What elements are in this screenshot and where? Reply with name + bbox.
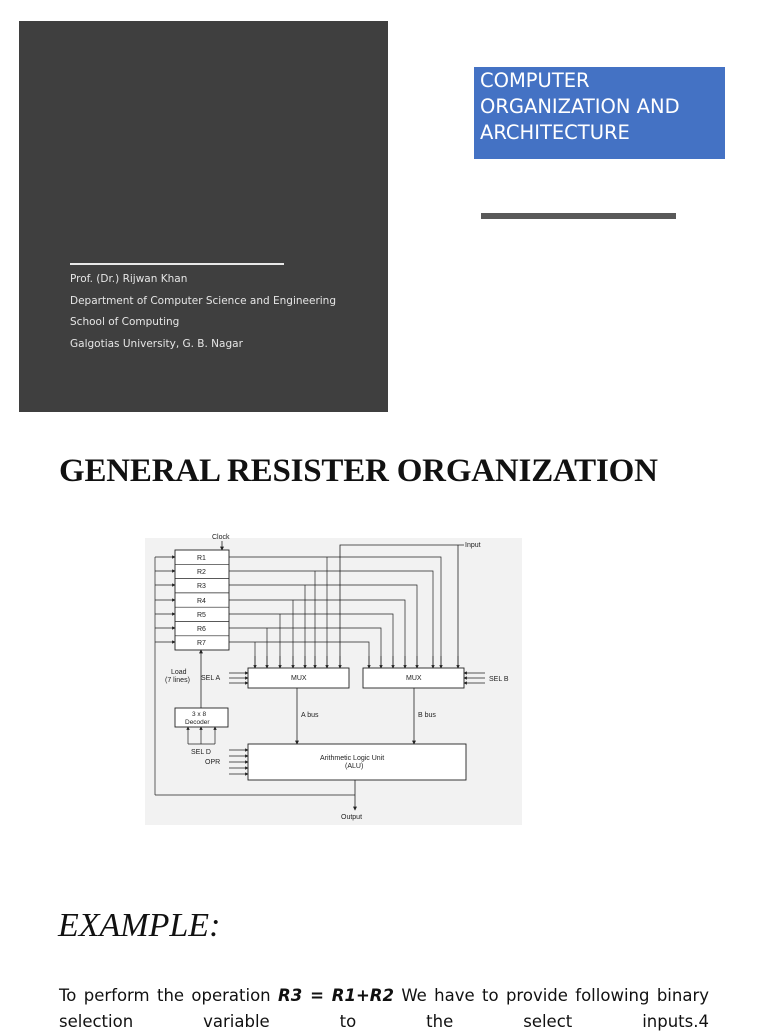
divider: [70, 263, 284, 265]
alu: [247, 743, 467, 781]
course-title-line: COMPUTER: [480, 69, 590, 92]
mux-b-label: MUX: [406, 675, 422, 682]
example-text-before: To perform the operation: [59, 986, 279, 1005]
course-title: COMPUTER ORGANIZATION AND ARCHITECTURE: [474, 67, 725, 159]
decoder-label-2: Decoder: [185, 719, 210, 726]
load-label: Load: [171, 669, 187, 676]
input-label: Input: [465, 542, 481, 549]
author-name: Prof. (Dr.) Rijwan Khan: [70, 273, 188, 285]
sel-a-label: SEL A: [201, 675, 221, 682]
mux-a-label: MUX: [291, 675, 307, 682]
output-label: Output: [341, 814, 362, 821]
example-operation: R3 = R1+R2: [278, 986, 394, 1005]
register-label: R1: [197, 555, 206, 562]
author-university: Galgotias University, G. B. Nagar: [70, 338, 243, 351]
b-bus-label: B bus: [418, 712, 436, 719]
register-label: R3: [197, 583, 206, 590]
mux-input-arrows: [253, 656, 460, 669]
opr-lines: [229, 748, 249, 776]
opr-label: OPR: [205, 759, 220, 766]
load-lines: [154, 555, 176, 795]
register-label: R4: [197, 598, 206, 605]
register-organization-diagram: Clock R1 R2 R3 R4 R5 R6 R7: [145, 534, 522, 825]
register-output-lines: [229, 556, 442, 668]
course-title-line: ARCHITECTURE: [480, 121, 630, 144]
title-slide-panel: Prof. (Dr.) Rijwan Khan Department of Co…: [19, 21, 388, 412]
clock-label: Clock: [212, 534, 230, 541]
alu-label: Arithmetic Logic Unit: [320, 755, 384, 762]
course-title-line: ORGANIZATION AND: [480, 95, 680, 118]
alu-label-2: (ALU): [345, 763, 363, 770]
load-label-lines: (7 lines): [165, 677, 190, 684]
section-title: GENERAL RESISTER ORGANIZATION: [59, 453, 658, 489]
sel-b-lines: [463, 671, 485, 685]
sel-a-lines: [229, 671, 249, 685]
register-label: R2: [197, 569, 206, 576]
decoder-label: 3 x 8: [192, 711, 206, 718]
register-label: R5: [197, 612, 206, 619]
register-label: R6: [197, 626, 206, 633]
title-underline: [481, 213, 676, 219]
sel-d-label: SEL D: [191, 749, 211, 756]
author-school: School of Computing: [70, 316, 180, 329]
example-text: To perform the operation R3 = R1+R2 We h…: [59, 983, 709, 1035]
input-line: [339, 544, 464, 668]
author-info: Prof. (Dr.) Rijwan Khan Department of Co…: [70, 271, 336, 358]
a-bus-label: A bus: [301, 712, 319, 719]
sel-b-label: SEL B: [489, 676, 509, 683]
register-bank: R1 R2 R3 R4 R5 R6 R7: [174, 549, 230, 651]
sel-d-lines: [186, 726, 217, 745]
author-department: Department of Computer Science and Engin…: [70, 294, 337, 307]
example-title: EXAMPLE:: [58, 907, 221, 944]
register-label: R7: [197, 640, 206, 647]
